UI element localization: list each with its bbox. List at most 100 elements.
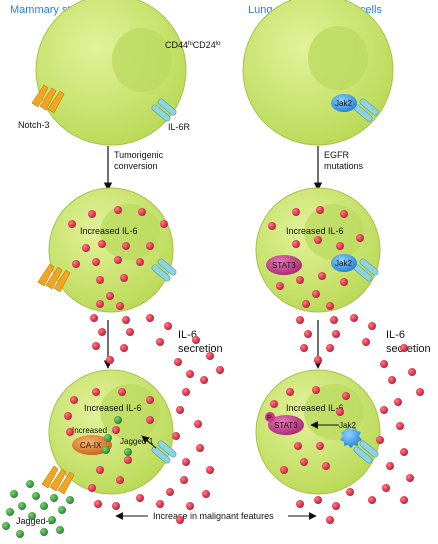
il6-particle	[296, 276, 304, 284]
il6-particle	[106, 356, 114, 364]
jak2-label-2: Jak2	[335, 259, 352, 268]
il6-particle	[216, 366, 224, 374]
il6-particle	[380, 406, 388, 414]
il6-particle	[340, 278, 348, 286]
il6-particle	[116, 476, 124, 484]
il6-particle	[296, 316, 304, 324]
notch3-receptor-3	[41, 465, 75, 495]
il6-particle	[176, 516, 184, 524]
nucleus	[100, 204, 160, 260]
il6-particle	[146, 242, 154, 250]
il6-particle	[96, 300, 104, 308]
il6-particle	[368, 496, 376, 504]
il6-particle	[96, 466, 104, 474]
marker-label: CD44hiCD24lo	[165, 40, 221, 50]
il6-particle	[64, 412, 72, 420]
increased-il6-label-4: Increased IL-6	[286, 403, 344, 413]
il6-particle	[300, 344, 308, 352]
il6-particle	[186, 370, 194, 378]
il6-particle	[312, 386, 320, 394]
il6-particle	[206, 352, 214, 360]
jak2-label-3: Jak2	[339, 421, 356, 430]
jak2-active	[340, 427, 362, 448]
il6-particle	[72, 260, 80, 268]
il6-particle	[332, 330, 340, 338]
il6-particle	[138, 208, 146, 216]
il6-particle	[296, 500, 304, 508]
il6-particle	[112, 426, 120, 434]
il6-particle	[314, 356, 322, 364]
il6-particle	[66, 428, 74, 436]
il6-particle	[416, 388, 424, 396]
il6-particle	[382, 484, 390, 492]
il6r-receptor-2	[151, 258, 177, 282]
il6-particle	[136, 494, 144, 502]
mammary-cell-2	[48, 187, 174, 313]
il6-particle	[380, 360, 388, 368]
egfr-label-2: mutations	[324, 161, 364, 171]
il6-particle	[90, 314, 98, 322]
notch3-receptor-2	[37, 263, 71, 293]
il6-particle	[146, 314, 154, 322]
il6-particle	[386, 462, 394, 470]
il6-particle	[292, 208, 300, 216]
jagged1-particle	[26, 480, 34, 488]
il6-particle	[342, 392, 350, 400]
dots-layer	[2, 206, 424, 538]
il6-particle	[180, 476, 188, 484]
il6-particle	[356, 234, 364, 242]
il6-particle	[114, 206, 122, 214]
jagged1-label: Jagged-1	[16, 516, 54, 526]
jagged1-particle	[16, 530, 24, 538]
jagged1-particle	[40, 528, 48, 536]
il6-particle	[88, 210, 96, 218]
il6-particle	[92, 388, 100, 396]
jagged1-inner-label: Jagged-1	[120, 437, 154, 446]
il6-particle	[92, 342, 100, 350]
nucleus	[100, 384, 160, 440]
jagged1-particle	[50, 494, 58, 502]
il6-particle	[326, 302, 334, 310]
jak2-label: Jak2	[335, 99, 352, 108]
il6-secretion-left-1: IL-6	[178, 329, 197, 341]
il6-particle	[292, 240, 300, 248]
jagged1-particle	[10, 490, 18, 498]
il6-particle	[368, 322, 376, 330]
il6r-receptor	[151, 98, 177, 122]
stat3-phospho	[268, 415, 304, 435]
il6-particle	[336, 242, 344, 250]
il6-particle	[176, 406, 184, 414]
arrow-il6r-jagged	[141, 435, 157, 449]
il6-particle	[406, 474, 414, 482]
il6-particle	[276, 282, 284, 290]
tumorigenic-label-2: conversion	[114, 161, 158, 171]
il6-particle	[114, 256, 122, 264]
il6-particle	[200, 376, 208, 384]
il6-particle	[336, 408, 344, 416]
stat3-label: STAT3	[272, 261, 296, 270]
il6-particle	[312, 290, 320, 298]
jagged1-particle	[40, 502, 48, 510]
il6-particle	[146, 396, 154, 404]
il6-particle	[394, 398, 402, 406]
il6-particle	[400, 448, 408, 456]
il6-particle	[318, 272, 326, 280]
jak2-kinase	[331, 94, 357, 112]
il6-particle	[302, 300, 310, 308]
il6-particle	[346, 488, 354, 496]
il6-particle	[126, 328, 134, 336]
il6-particle	[400, 344, 408, 352]
phosphate-label: P	[267, 415, 272, 422]
caix-label-1: Increased	[72, 426, 107, 435]
il6-particle	[330, 316, 338, 324]
nucleus	[304, 204, 364, 260]
jagged1-particle	[18, 502, 26, 510]
il6-particle	[196, 444, 204, 452]
jagged1-particle	[66, 496, 74, 504]
notch3-receptor	[31, 84, 65, 114]
jagged1-particle	[58, 506, 66, 514]
il6-particle	[314, 236, 322, 244]
notch3-label: Notch-3	[18, 120, 50, 130]
il6-particle	[106, 292, 114, 300]
